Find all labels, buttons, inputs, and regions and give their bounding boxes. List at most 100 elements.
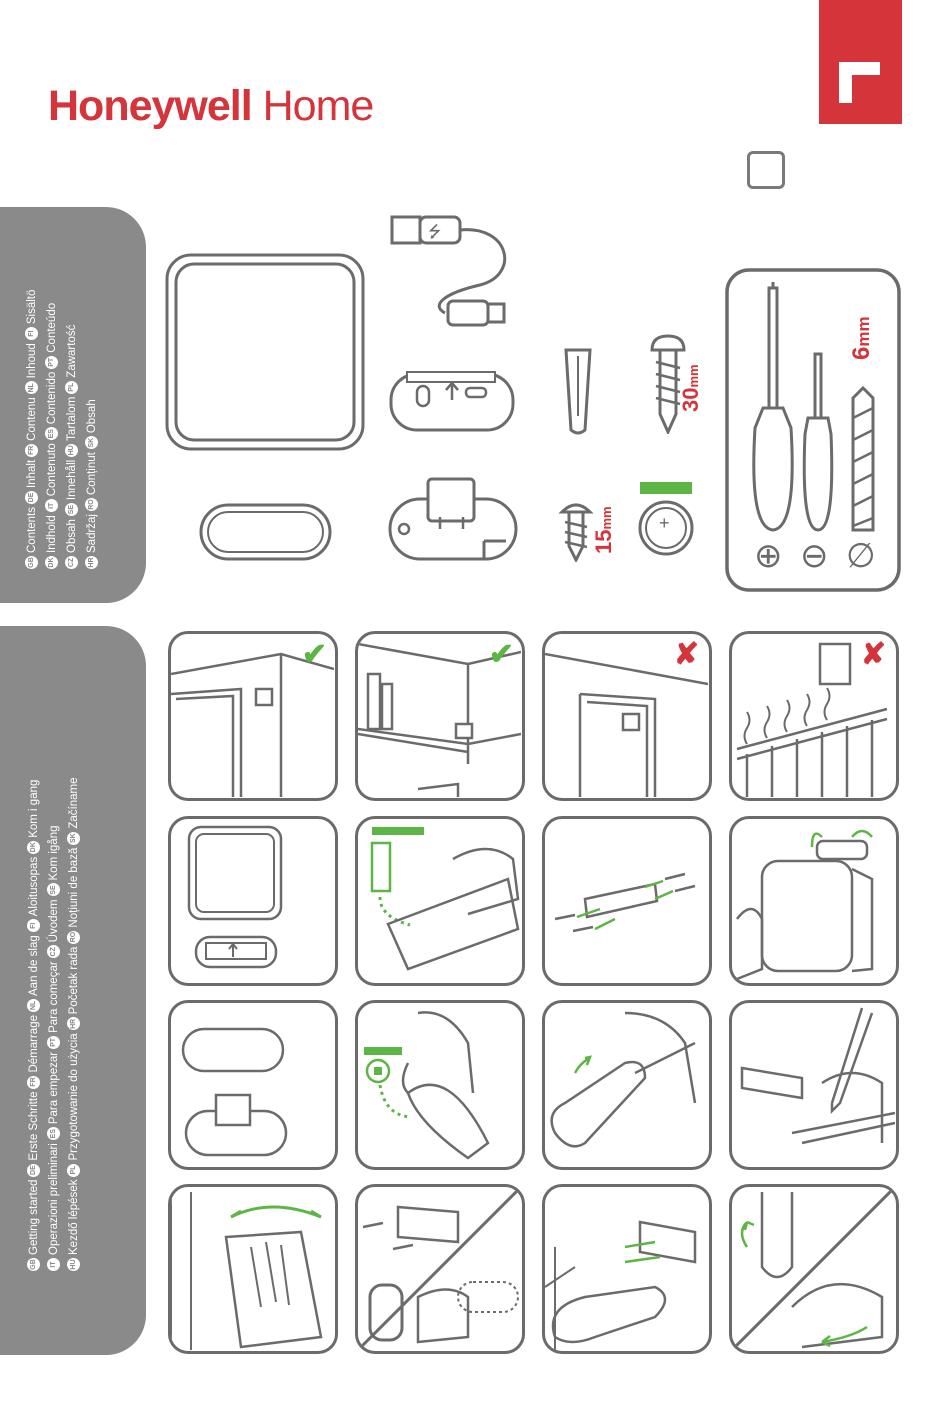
contents-heading: GBContentsDEInhaltFRContenuNLInhoudFISis… — [22, 290, 102, 572]
language-flag-icon: ES — [45, 427, 59, 441]
cross-icon: ✘ — [860, 638, 886, 671]
step-tile-12 — [729, 1184, 899, 1354]
placement-tile-2: ✔ — [355, 631, 525, 801]
usb-cable: ⭍ — [390, 215, 515, 330]
getting-started-label: Noțiuni de bază — [68, 847, 80, 928]
brand-logo: Honeywell Home — [48, 82, 374, 130]
language-flag-icon: RO — [85, 498, 99, 511]
language-flag-icon: PT — [45, 355, 59, 369]
long-screw-length: 30mm — [678, 364, 703, 412]
tools-box — [725, 268, 901, 592]
contents-label: Inhalt — [26, 459, 38, 488]
getting-started-side-panel: GB Getting started DE Erste Schritte FR Démar… — [0, 626, 146, 1355]
getting-started-label: Kom i gang — [28, 779, 40, 838]
contents-line: DKIndholdITContenutoESContenidoPTConteúd… — [42, 290, 62, 572]
drill-size: 6mm — [848, 316, 875, 360]
getting-started-label: Para empezar — [48, 1051, 60, 1125]
contents-label: Sadržaj — [86, 514, 98, 553]
drill-diameter-symbol: ∅ — [846, 537, 876, 575]
flat-symbol: ⊖ — [800, 537, 829, 575]
contents-label: Zawartość — [66, 324, 78, 378]
language-flag-icon: PT — [47, 1035, 61, 1049]
short-screw — [558, 500, 594, 562]
short-screw-length: 15mm — [591, 506, 616, 554]
language-flag-icon: SE — [47, 883, 61, 897]
getting-started-label: Úvodem — [48, 899, 60, 943]
language-flag-icon: CZ — [65, 556, 79, 569]
language-flag-icon: RO — [67, 930, 81, 944]
language-flag-icon: FI — [25, 327, 39, 341]
language-flag-icon: HR — [67, 1017, 81, 1031]
getting-started-label: Početak rada — [68, 946, 80, 1015]
contents-label: Obsah — [66, 519, 78, 553]
step-tile-3 — [542, 816, 712, 986]
coin-battery — [638, 482, 698, 562]
contents-label: Innehåll — [66, 459, 78, 501]
long-screw — [648, 334, 688, 434]
language-checkbox[interactable] — [747, 151, 785, 189]
language-flag-icon: HR — [85, 556, 99, 569]
checkmark-icon: ✔ — [488, 638, 514, 671]
language-flag-icon: SK — [67, 831, 81, 845]
language-flag-icon: IT — [45, 499, 59, 513]
getting-started-label: Začíname — [68, 777, 80, 829]
getting-started-label: Przygotowanie do użycia — [68, 1033, 80, 1161]
language-flag-icon: GB — [25, 556, 39, 569]
phillips-symbol: ⊕ — [754, 537, 783, 575]
getting-started-heading: GB Getting started DE Erste Schritte FR Démar… — [24, 778, 84, 1275]
language-flag-icon: DE — [27, 1163, 41, 1177]
getting-started-label: Kezdő lépések — [68, 1179, 80, 1255]
language-flag-icon: DK — [27, 840, 41, 854]
getting-started-label: Getting started — [28, 1179, 40, 1255]
language-flag-icon: FR — [27, 1075, 41, 1089]
step-tile-9 — [168, 1184, 338, 1354]
cross-icon: ✘ — [673, 638, 699, 671]
language-flag-icon: NL — [25, 381, 39, 395]
contents-label: Contents — [26, 506, 38, 553]
language-flag-icon: CZ — [47, 945, 61, 959]
getting-started-line: HUKezdő lépésekPLPrzygotowanie do użycia… — [64, 778, 84, 1275]
wall-plug — [563, 346, 593, 436]
language-flag-icon: HU — [65, 443, 79, 457]
step-tile-6 — [355, 1000, 525, 1170]
oval-mount-plate — [199, 503, 332, 561]
step-tile-11 — [542, 1184, 712, 1354]
language-flag-icon: SK — [85, 436, 99, 450]
step-tile-1 — [168, 816, 338, 986]
contents-label: Conteúdo — [46, 302, 58, 353]
step-tile-10 — [355, 1184, 525, 1354]
step-tile-4 — [729, 816, 899, 986]
contents-label: Contenu — [26, 397, 38, 441]
language-flag-icon: ES — [47, 1127, 61, 1141]
language-flag-icon: FI — [27, 919, 41, 933]
wall-bracket — [389, 370, 515, 434]
step-tile-5 — [168, 1000, 338, 1170]
getting-started-label: Démarrage — [28, 1015, 40, 1073]
contents-line: CZObsahSEInnehållHUTartalomPLZawartość — [62, 290, 82, 572]
getting-started-line: ITOperazioni preliminariESPara empezarPT… — [44, 778, 64, 1275]
sensor-bracket — [388, 477, 518, 561]
step-tile-2 — [355, 816, 525, 986]
placement-tile-4: ✘ — [729, 631, 899, 801]
language-flag-icon: NL — [27, 999, 41, 1012]
placement-tile-1: ✔ — [168, 631, 338, 801]
contents-line: HRSadržajROConținutSKObsah — [82, 290, 102, 572]
contents-line: GBContentsDEInhaltFRContenuNLInhoudFISis… — [22, 290, 42, 572]
getting-started-label: Erste Schritte — [28, 1091, 40, 1161]
thermostat-device — [164, 252, 366, 452]
language-flag-icon: HU — [67, 1258, 81, 1271]
checkmark-icon: ✔ — [301, 638, 327, 671]
contents-label: Obsah — [86, 399, 98, 434]
language-flag-icon: FR — [25, 443, 39, 457]
step-tile-7 — [542, 1000, 712, 1170]
language-flag-icon: GB — [27, 1258, 41, 1271]
placement-tile-3: ✘ — [542, 631, 712, 801]
getting-started-label: Para começar — [48, 961, 60, 1033]
contents-label: Inhoud — [26, 343, 38, 379]
battery-plus-symbol: + — [659, 513, 670, 533]
getting-started-label: Aan de slag — [28, 935, 40, 996]
contents-label: Contenuto — [46, 443, 58, 497]
step-tile-8 — [729, 1000, 899, 1170]
contents-side-panel: GBContentsDEInhaltFRContenuNLInhoudFISis… — [0, 207, 146, 603]
language-flag-icon: DK — [45, 556, 59, 569]
